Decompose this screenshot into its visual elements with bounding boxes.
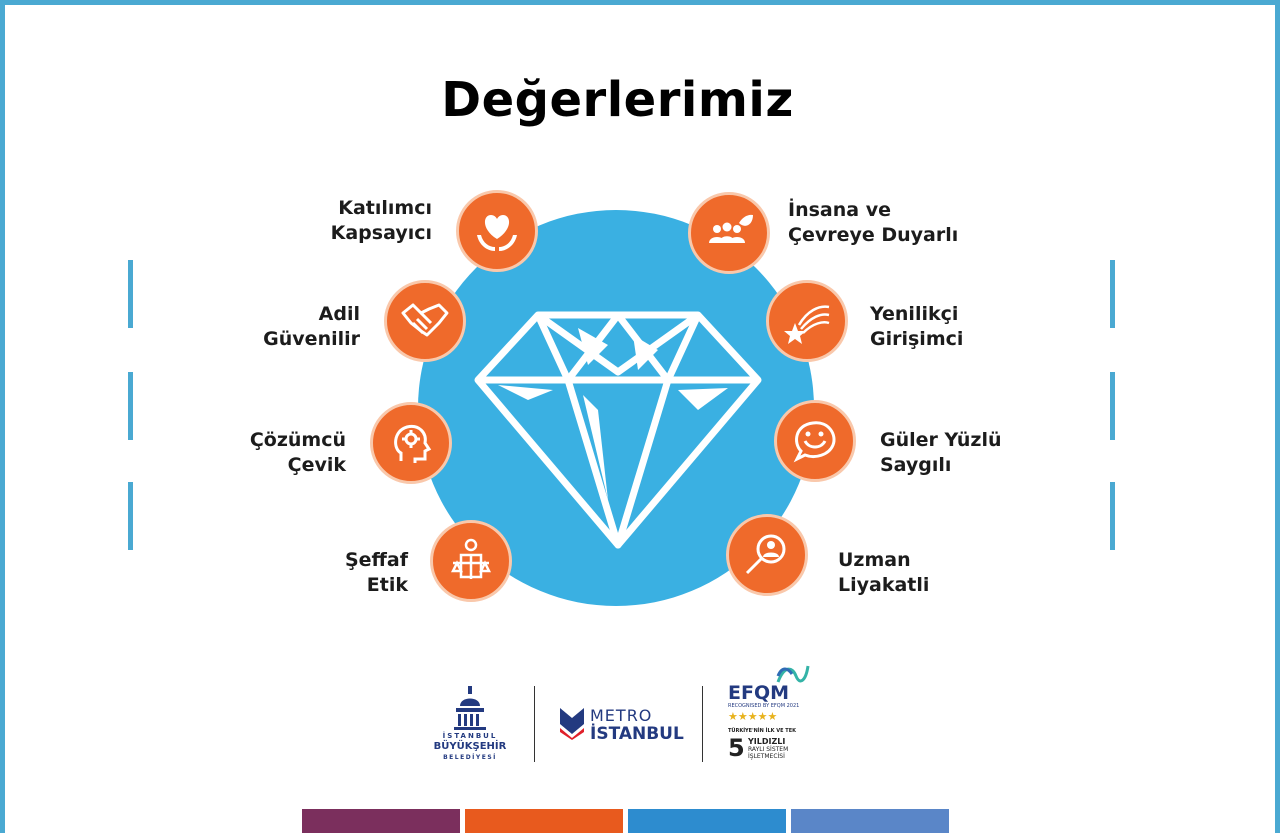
ibb-line2: BÜYÜKŞEHİR	[433, 741, 507, 752]
efqm-line3: İŞLETMECİSİ	[748, 753, 785, 760]
diamond-icon	[474, 311, 762, 549]
metro-logo-icon	[560, 708, 584, 740]
efqm-stars: ★★★★★	[728, 710, 778, 723]
ibb-line1: İSTANBUL	[442, 732, 498, 740]
metro-line2: İSTANBUL	[590, 724, 684, 744]
strip-orange	[465, 809, 623, 833]
left-bar-2	[128, 372, 133, 440]
metro-line1: METRO	[590, 706, 653, 725]
magnifier-person-icon	[726, 514, 808, 596]
gear-head-icon	[370, 402, 452, 484]
efqm-line2: RAYLI SİSTEM	[748, 746, 789, 753]
left-bar-1	[128, 260, 133, 328]
logo-divider-2	[702, 686, 703, 762]
right-bar-3	[1110, 482, 1115, 550]
heart-hands-icon	[456, 190, 538, 272]
efqm-recognised: RECOGNISED BY EFQM 2021	[728, 703, 800, 709]
right-bar-2	[1110, 372, 1115, 440]
efqm-swirl-icon	[776, 665, 810, 683]
right-bar-1	[1110, 260, 1115, 328]
logo-divider-1	[534, 686, 535, 762]
shooting-star-icon	[766, 280, 848, 362]
handshake-icon	[384, 280, 466, 362]
left-bar-3	[128, 482, 133, 550]
strip-purple	[302, 809, 460, 833]
people-leaf-icon	[688, 192, 770, 274]
smile-icon	[774, 400, 856, 482]
strip-blue	[628, 809, 786, 833]
ibb-line3: BELEDİYESİ	[443, 754, 497, 761]
scales-icon	[430, 520, 512, 602]
ibb-logo-icon	[454, 686, 486, 730]
efqm-name: EFQM	[728, 682, 790, 704]
efqm-tagline: TÜRKİYE'NİN İLK VE TEK	[728, 728, 796, 734]
efqm-line1: YILDIZLI	[748, 737, 786, 746]
efqm-number: 5	[728, 734, 745, 762]
strip-lightblue	[791, 809, 949, 833]
page-title: Değerlerimiz	[441, 72, 794, 128]
